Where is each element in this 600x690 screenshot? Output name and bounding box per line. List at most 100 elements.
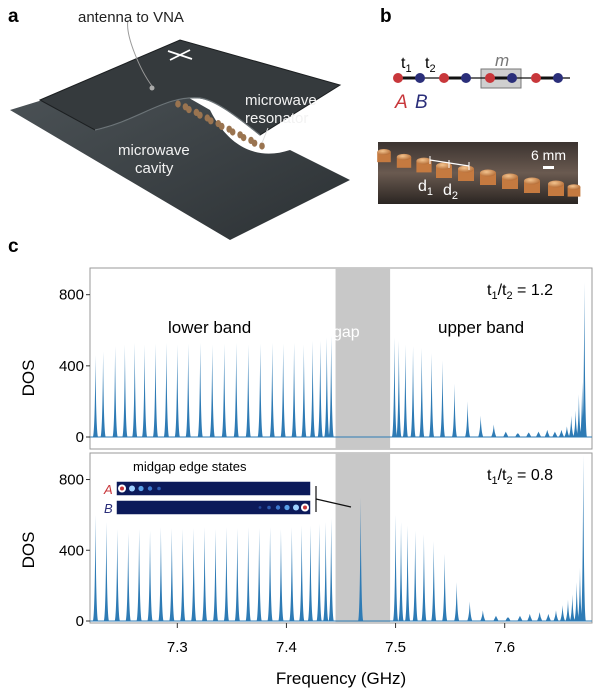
gap-label: gap [333, 324, 360, 341]
t1-label: t1 [401, 55, 412, 75]
resonator-photo: 6 mm d1 d2 [377, 142, 581, 204]
dos-peak [152, 343, 159, 437]
dos-peak [114, 529, 120, 621]
dos-peak [396, 340, 402, 437]
dos-peak [307, 525, 314, 621]
dos-peak [392, 514, 399, 621]
xlabel: Frequency (GHz) [276, 669, 406, 688]
ratio-label-bottom: t1/t2 = 0.8 [487, 467, 553, 487]
panel-a: a antenna to VNA microwave resonator mic… [8, 6, 350, 240]
dos-peak [574, 582, 580, 621]
inset-a-label: A [103, 482, 113, 497]
dos-peak [559, 605, 566, 621]
dos-peak [391, 337, 398, 437]
dos-peak [402, 344, 408, 437]
dos-peak [174, 344, 180, 437]
dos-peak [451, 383, 458, 437]
dos-peak [505, 617, 511, 621]
x-tick-label: 7.4 [276, 639, 297, 656]
dos-peak [527, 613, 533, 621]
dos-peak [289, 527, 295, 621]
inset-a-strip [115, 480, 312, 497]
dos-peak [558, 429, 565, 437]
dos-peak [576, 394, 582, 437]
dos-peak [464, 401, 471, 437]
dos-peak [92, 514, 99, 621]
dos-peak [358, 497, 364, 621]
panel-c-letter: c [8, 236, 19, 257]
dos-peak [421, 534, 427, 621]
dos-peak [125, 532, 131, 621]
dos-peak [267, 527, 273, 621]
dos-peak [197, 342, 203, 437]
dos-peak [310, 340, 316, 437]
cavity-label-1: microwave [118, 142, 190, 159]
dos-peak [122, 344, 128, 437]
dos-peak [526, 432, 532, 437]
cavity-label-2: cavity [135, 160, 174, 177]
dos-peak [323, 521, 329, 621]
y-tick-label: 400 [59, 542, 84, 559]
dos-peak [185, 343, 191, 437]
dos-peak [136, 529, 142, 621]
dos-peak [103, 521, 109, 621]
panel-a-letter: a [8, 6, 19, 27]
edge-state-inset: midgap edge states A B [103, 459, 352, 516]
scale-bar [543, 166, 554, 169]
dos-peak [412, 530, 418, 621]
dos-peak [132, 342, 138, 437]
dos-peak [439, 360, 446, 437]
site-b-label: B [415, 92, 428, 113]
x-tick-label: 7.3 [167, 639, 188, 656]
upper-band-label: upper band [438, 318, 524, 337]
dos-peak [515, 433, 521, 437]
dos-peak [212, 529, 219, 621]
dos-peak [535, 431, 542, 437]
dos-peak [577, 567, 583, 621]
panel-b-letter: b [380, 6, 392, 27]
dos-peak [299, 525, 305, 621]
dos-peak [517, 615, 523, 621]
y-tick-label: 400 [59, 358, 84, 375]
dos-peak [141, 344, 148, 437]
dos-peak [410, 346, 416, 437]
site-a-marker [393, 73, 403, 83]
resonator-label-2: resonator [245, 110, 308, 127]
lower-band-label: lower band [168, 318, 251, 337]
y-tick-label: 0 [76, 429, 84, 446]
dos-peak [328, 335, 334, 437]
dos-peak [428, 353, 435, 437]
dos-peak [316, 523, 322, 621]
dos-peak [221, 343, 227, 437]
inset-b-strip [115, 499, 312, 516]
dos-peak [291, 342, 297, 437]
dos-peak [92, 355, 99, 437]
antenna-marker [167, 49, 193, 61]
dos-peak [553, 610, 559, 621]
y-tick-label: 0 [76, 613, 84, 630]
dos-peak [112, 346, 118, 437]
dos-peak [201, 527, 208, 621]
dos-peak [442, 553, 448, 621]
dos-peak [503, 431, 509, 437]
dos-peak [454, 582, 460, 621]
dos-peak [278, 529, 284, 621]
dos-peak [431, 541, 437, 621]
dos-peak [169, 528, 175, 621]
gap-region-bottom [335, 453, 391, 623]
dos-peak [245, 344, 251, 437]
dos-peak [234, 528, 240, 621]
dos-peak [223, 527, 230, 621]
panel-b: b t1 t2 m A B [377, 6, 581, 204]
dos-peak [569, 594, 575, 621]
dos-peak [163, 342, 169, 437]
dos-peak [100, 351, 106, 437]
dos-peak [581, 282, 587, 437]
d2-label: d2 [443, 182, 458, 202]
dos-peak [478, 415, 484, 437]
dos-peak [147, 530, 153, 621]
dos-peak [564, 426, 570, 437]
